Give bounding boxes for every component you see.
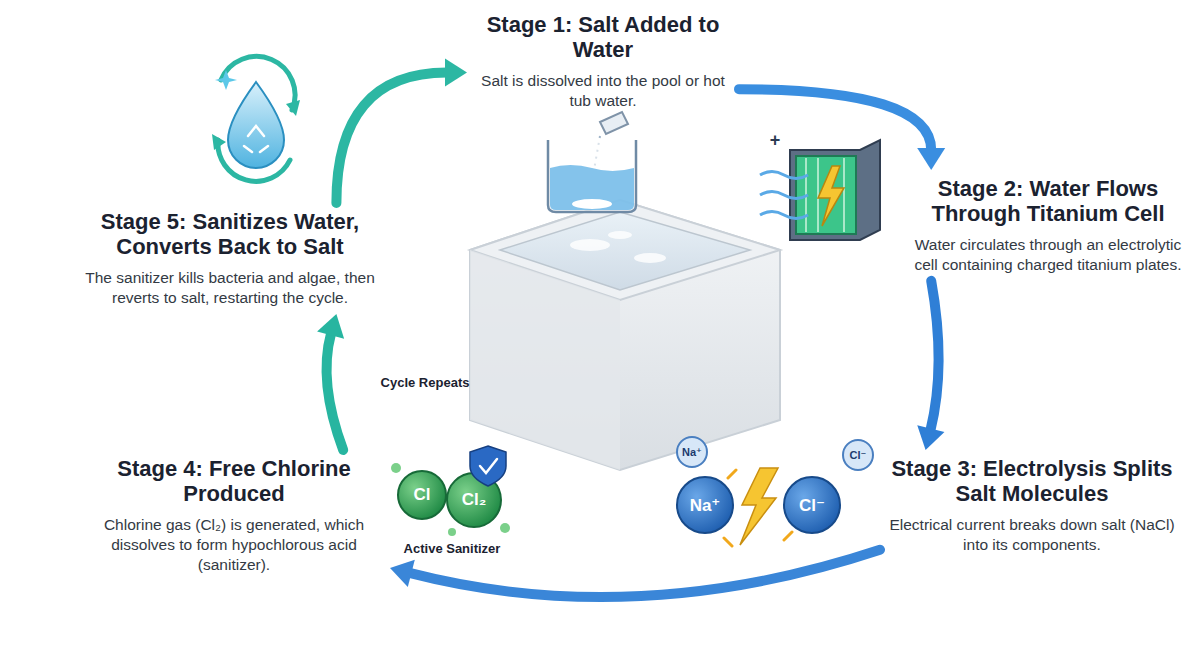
stage-heading: Stage 5: Sanitizes Water, Converts Back … [84, 209, 376, 260]
polarity-sign: + [770, 130, 781, 151]
electrolytic-cell-icon [760, 140, 880, 240]
stage-description: Salt is dissolved into the pool or hot t… [473, 71, 733, 111]
arrow-head [317, 314, 344, 339]
cycle-arrow-line [739, 89, 931, 150]
cycle-arrow [390, 550, 880, 597]
arrow-head [917, 425, 944, 450]
stage-text-block: Stage 1: Salt Added to WaterSalt is diss… [467, 6, 739, 117]
cycle-arrow [917, 281, 944, 450]
arrow-head [445, 59, 467, 87]
chlorine-molecule-icon [391, 446, 510, 536]
arrow-head [390, 560, 415, 587]
cycle-arrow-line [336, 73, 447, 203]
arrow-head [917, 148, 945, 170]
stage-heading: Stage 4: Free Chlorine Produced [84, 456, 384, 507]
stage-description: Electrical current breaks down salt (NaC… [886, 515, 1178, 555]
stage-description: The sanitizer kills bacteria and algae, … [84, 268, 376, 308]
cycle-arrow [739, 89, 945, 170]
cycle-arrow [317, 314, 344, 450]
salt-molecule-icon [677, 437, 873, 546]
stage-description: Chlorine gas (Cl₂) is generated, which d… [84, 515, 384, 575]
cycle-arrow [336, 59, 467, 203]
ion-label: Na⁺ [682, 446, 702, 459]
caption-label: Active Sanitizer [404, 541, 501, 556]
ion-label: Cl⁻ [799, 495, 825, 516]
cycle-arrow-line [409, 550, 880, 597]
stage-text-block: Stage 3: Electrolysis Splits Salt Molecu… [880, 450, 1184, 561]
stage-heading: Stage 1: Salt Added to Water [473, 12, 733, 63]
ion-label: Na⁺ [690, 495, 721, 516]
caption-label: Cycle Repeats [381, 375, 470, 390]
water-drop-icon [212, 56, 300, 181]
hot-tub [470, 200, 780, 470]
ion-label: Cl⁻ [850, 449, 867, 462]
stage-text-block: Stage 5: Sanitizes Water, Converts Back … [78, 203, 382, 314]
stage-heading: Stage 3: Electrolysis Splits Salt Molecu… [886, 456, 1178, 507]
cycle-arrow-line [327, 333, 344, 450]
stage-text-block: Stage 4: Free Chlorine ProducedChlorine … [78, 450, 390, 581]
stage-description: Water circulates through an electrolytic… [908, 235, 1188, 275]
stage-heading: Stage 2: Water Flows Through Titanium Ce… [908, 176, 1188, 227]
atom-label: Cl [414, 485, 431, 505]
beaker-icon [548, 112, 636, 212]
cycle-arrow-line [930, 281, 938, 431]
stage-text-block: Stage 2: Water Flows Through Titanium Ce… [902, 170, 1194, 281]
molecule-label: Cl₂ [462, 490, 487, 510]
